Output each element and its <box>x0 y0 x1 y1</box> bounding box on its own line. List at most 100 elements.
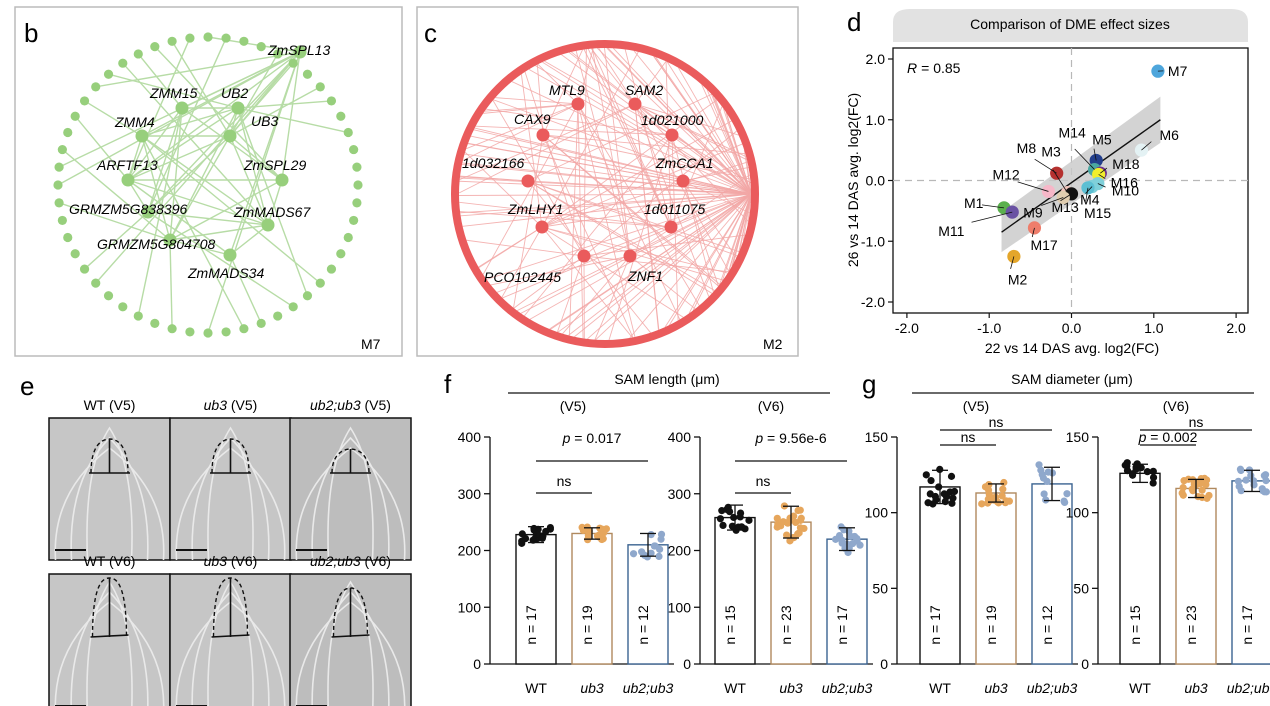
network-edge <box>147 211 294 308</box>
data-point <box>1040 490 1048 498</box>
data-point <box>794 506 802 515</box>
hub-gene-label: ZmSPL29 <box>243 157 306 173</box>
panel-e-micrographs: WT (V5)ub3 (V5)ub2;ub3 (V5)WT (V6)ub3 (V… <box>48 397 412 706</box>
y-tick-label: 100 <box>458 599 482 615</box>
point-leader <box>1097 183 1106 188</box>
module-label: M6 <box>1159 127 1179 143</box>
network-node <box>302 69 313 79</box>
network-edge <box>127 135 143 181</box>
data-point <box>1180 477 1188 485</box>
network-edge <box>84 100 143 137</box>
point-leader <box>1017 181 1049 192</box>
network-edge <box>666 61 752 195</box>
confidence-band <box>1001 96 1161 253</box>
network-node <box>54 162 64 172</box>
network-edge <box>137 107 183 317</box>
network-node <box>326 264 337 274</box>
hub-node <box>676 174 690 188</box>
panel-d-header: Comparison of DME effect sizes <box>970 16 1170 32</box>
category-label: WT <box>929 680 951 696</box>
panel-c-edges <box>458 47 752 341</box>
network-node <box>150 42 160 52</box>
network-edge <box>459 193 752 196</box>
comparison-label: p = 0.017 <box>562 430 622 446</box>
network-edge <box>678 67 752 195</box>
y-tick-label: 1.0 <box>866 112 886 128</box>
y-tick-label: -2.0 <box>861 294 885 310</box>
network-edge <box>74 115 129 181</box>
network-edge <box>598 47 636 105</box>
data-point <box>978 500 986 508</box>
network-edge <box>544 60 673 136</box>
network-node <box>203 32 213 42</box>
network-edge <box>513 255 585 309</box>
point-leader <box>981 204 1005 209</box>
n-label: n = 15 <box>722 605 738 645</box>
data-point <box>1188 485 1196 493</box>
data-point <box>999 485 1007 493</box>
network-edge <box>529 193 752 320</box>
network-node <box>79 264 90 274</box>
hub-gene-label: ZMM15 <box>149 85 198 101</box>
network-edge <box>57 51 301 186</box>
module-label: M18 <box>1112 156 1139 172</box>
panel-b-nodes <box>53 32 363 338</box>
point-leader <box>1060 193 1072 202</box>
network-edge <box>229 254 262 324</box>
network-edge <box>520 74 543 228</box>
network-node <box>103 291 114 301</box>
hub-gene-label: MTL9 <box>549 82 585 98</box>
module-point <box>1027 221 1042 235</box>
hub-gene-label: ZmMADS67 <box>233 204 311 220</box>
data-point <box>647 530 655 539</box>
panel-b-frame <box>14 6 403 357</box>
y-tick-label: 400 <box>668 429 692 445</box>
bar <box>714 516 756 665</box>
network-edge <box>591 48 672 228</box>
comparison-label: ns <box>1189 414 1204 430</box>
network-edge <box>486 193 752 280</box>
data-point <box>783 531 791 539</box>
data-point <box>1000 478 1008 487</box>
network-edge <box>568 193 752 336</box>
network-edge <box>460 193 752 217</box>
network-edge <box>137 53 183 109</box>
hub-node <box>293 45 307 59</box>
data-point <box>1060 497 1068 505</box>
data-point <box>1200 474 1209 483</box>
panel-g-letter: g <box>862 369 876 399</box>
tissue-contour <box>327 580 374 706</box>
sem-micrograph <box>289 417 412 561</box>
panel-g: g SAM diameter (μm) <box>862 369 1254 399</box>
data-point <box>792 518 800 527</box>
y-tick-label: 0 <box>880 656 888 672</box>
data-point <box>987 494 995 502</box>
network-edge <box>229 62 294 137</box>
network-node <box>70 111 80 121</box>
category-label: WT <box>1129 680 1151 696</box>
point-leader <box>971 211 1013 223</box>
data-point <box>998 492 1006 500</box>
network-node <box>343 127 353 138</box>
module-label: M8 <box>1017 140 1037 156</box>
panel-d-r-symbol: R <box>907 60 917 76</box>
network-edge <box>577 103 700 306</box>
network-edge <box>470 135 752 195</box>
network-edge <box>483 103 579 114</box>
network-node <box>273 311 283 321</box>
micrograph-label: ub3 (V6) <box>204 553 258 569</box>
panel-c-module-label: M2 <box>763 336 783 352</box>
data-point <box>736 509 745 517</box>
n-label: n = 15 <box>1127 605 1143 645</box>
data-point <box>1236 465 1245 473</box>
subplot-title: (V5) <box>560 398 586 414</box>
bar <box>1231 480 1270 665</box>
sam-diameter-line <box>211 634 250 638</box>
panel-b-letter: b <box>24 18 38 48</box>
network-edge <box>237 107 269 226</box>
panel-b-module-label: M7 <box>361 336 381 352</box>
category-label: WT <box>525 680 547 696</box>
network-node <box>133 49 143 59</box>
panel-d-ylabel: 26 vs 14 DAS avg. log2(FC) <box>845 93 861 267</box>
